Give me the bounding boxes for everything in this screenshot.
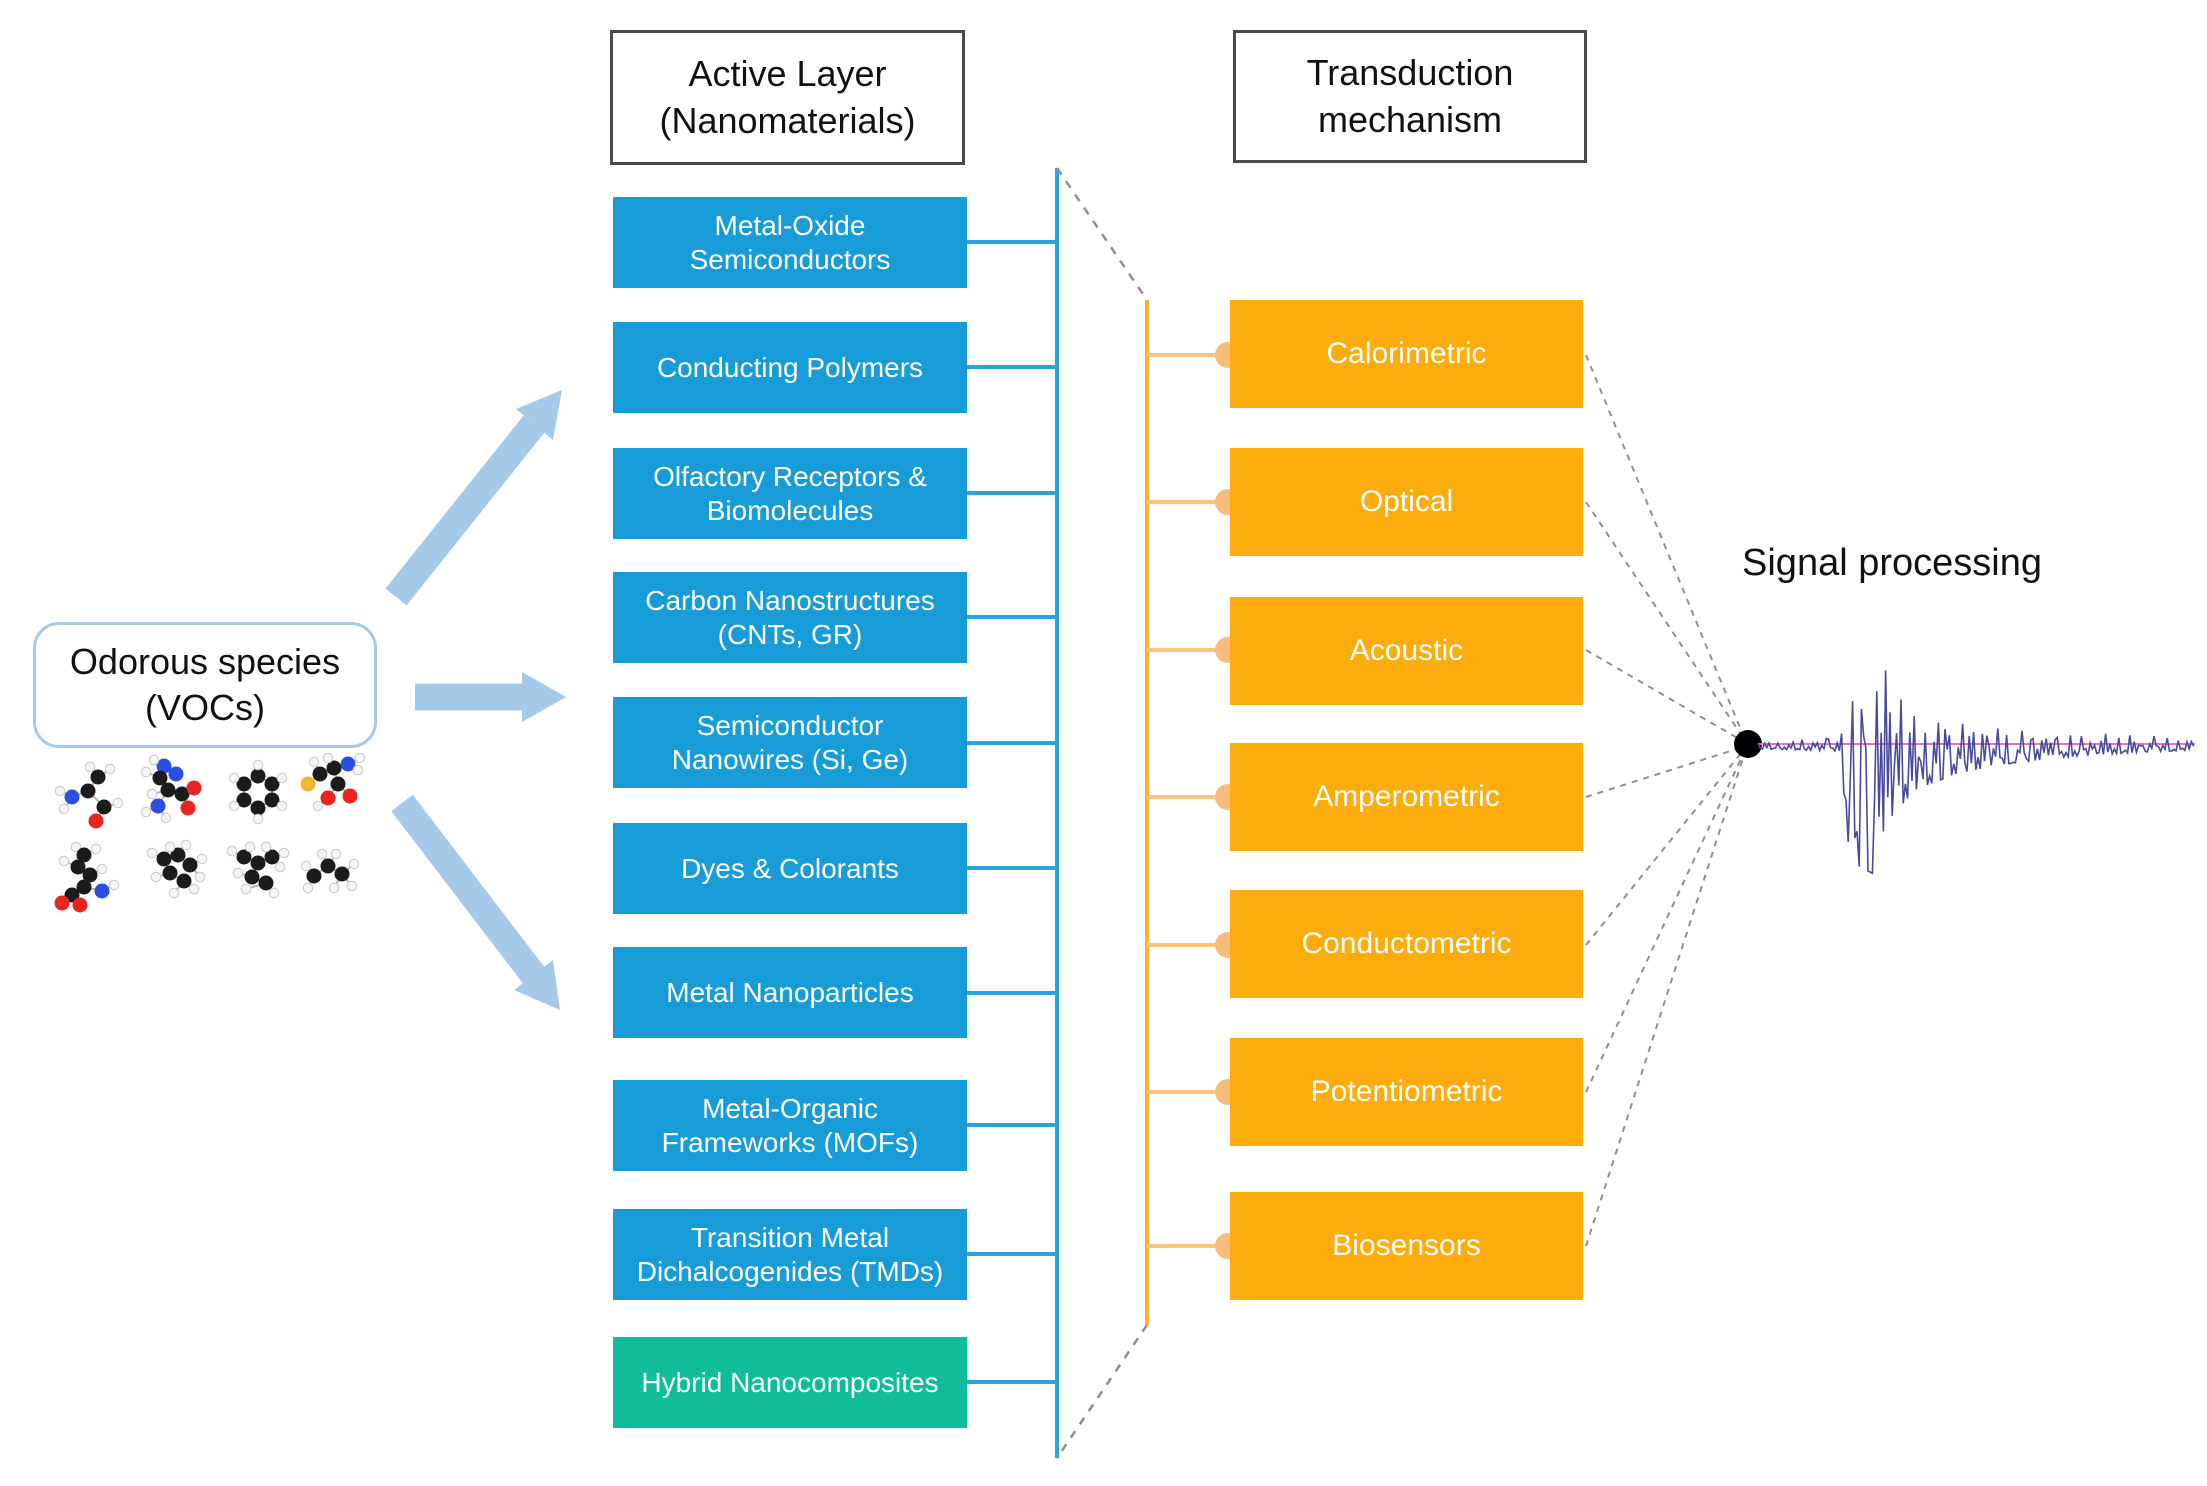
transduction-box-potentiometric: Potentiometric [1230, 1038, 1583, 1146]
transduction-box-calorimetric: Calorimetric [1230, 300, 1583, 408]
convergence-node [1734, 730, 1762, 758]
nanomaterial-box-tmds: Transition Metal Dichalcogenides (TMDs) [613, 1209, 967, 1300]
transduction-box-biosensors: Biosensors [1230, 1192, 1583, 1300]
nanomaterial-box-metal-nanoparticles: Metal Nanoparticles [613, 947, 967, 1038]
active-layer-bus [967, 168, 1059, 1458]
signal-processing-label: Signal processing [1742, 542, 2042, 584]
voc-molecules-illustration [54, 752, 366, 913]
arrow-right-icon [415, 672, 566, 722]
transduction-box-optical: Optical [1230, 448, 1583, 556]
transduction-box-acoustic: Acoustic [1230, 597, 1583, 705]
nanomaterial-box-conducting-polymers: Conducting Polymers [613, 322, 967, 413]
transduction-bus [1145, 300, 1241, 1325]
nanomaterial-box-semiconductor-nanowires: Semiconductor Nanowires (Si, Ge) [613, 697, 967, 788]
transduction-box-conductometric: Conductometric [1230, 890, 1583, 998]
nanomaterial-box-metal-oxide: Metal-Oxide Semiconductors [613, 197, 967, 288]
nanomaterial-box-mofs: Metal-Organic Frameworks (MOFs) [613, 1080, 967, 1171]
flow-arrows [385, 390, 566, 1010]
bus-dashed-links [1055, 167, 1149, 1459]
nanomaterial-box-dyes-colorants: Dyes & Colorants [613, 823, 967, 914]
transduction-box-amperometric: Amperometric [1230, 743, 1583, 851]
convergence-lines [1585, 354, 1747, 1247]
nanomaterial-box-olfactory-receptors: Olfactory Receptors & Biomolecules [613, 448, 967, 539]
nanomaterial-box-hybrid-nanocomposites: Hybrid Nanocomposites [613, 1337, 967, 1428]
arrow-up-icon [385, 390, 562, 606]
nanomaterial-box-carbon-nanostructures: Carbon Nanostructures (CNTs, GR) [613, 572, 967, 663]
signal-waveform [1757, 670, 2195, 875]
transduction-header: Transduction mechanism [1233, 30, 1587, 163]
arrow-down-icon [391, 794, 560, 1010]
odorous-species-box: Odorous species (VOCs) [33, 622, 377, 748]
active-layer-header: Active Layer (Nanomaterials) [610, 30, 965, 165]
